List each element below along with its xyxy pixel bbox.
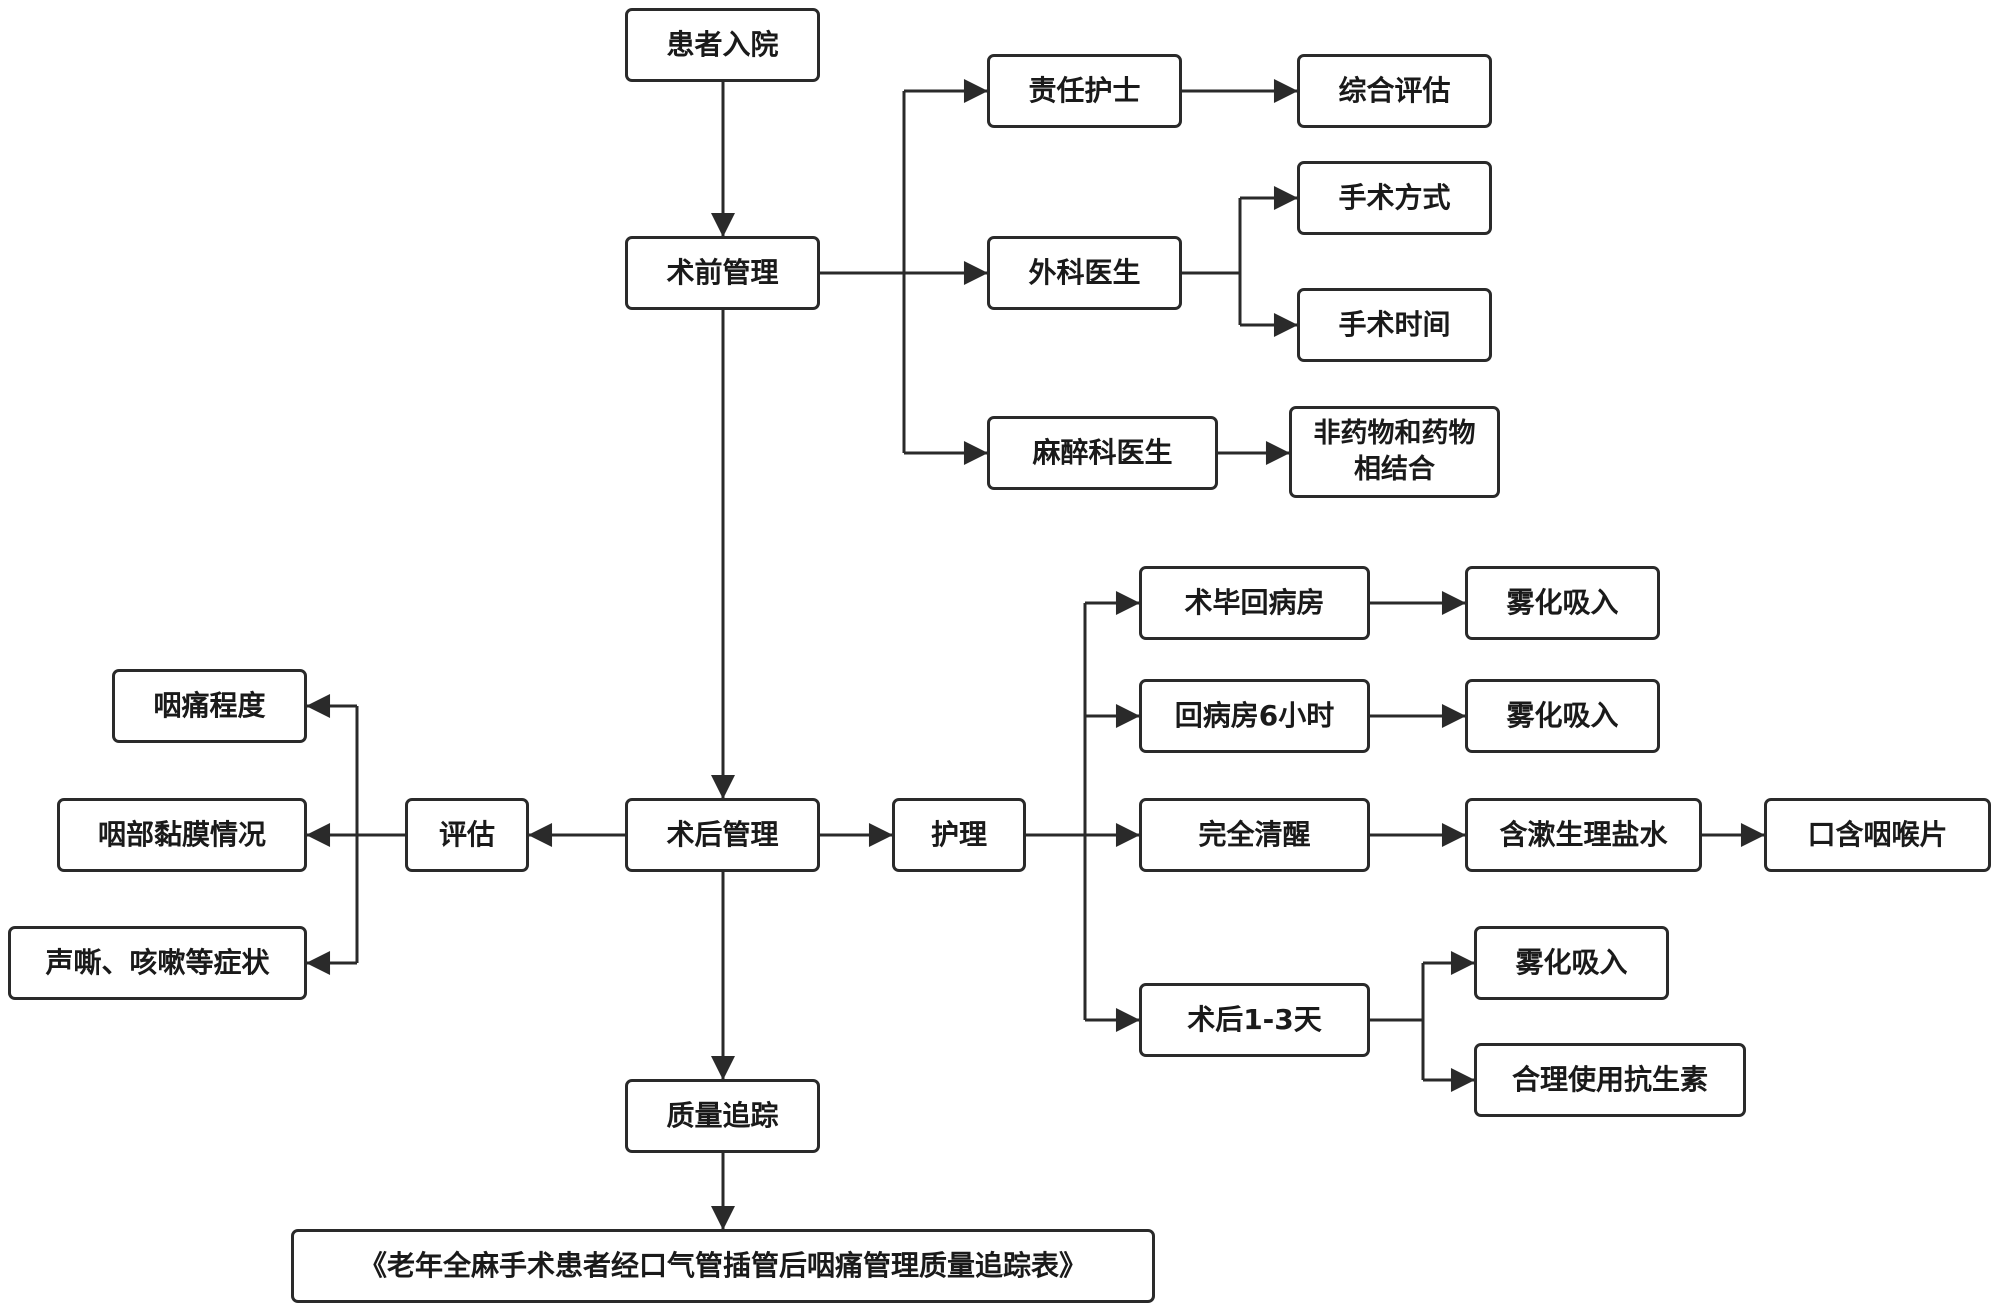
node-care-label: 护理: [930, 817, 987, 851]
node-antibiotics: 合理使用抗生素: [1474, 1043, 1746, 1117]
node-preop-label: 术前管理: [666, 255, 779, 289]
node-six-hours-label: 回病房6小时: [1174, 698, 1335, 732]
node-throat-lozenge: 口含咽喉片: [1764, 798, 1991, 872]
node-preop: 术前管理: [625, 236, 820, 310]
node-six-hours: 回病房6小时: [1139, 679, 1370, 753]
node-tracking-form: 《老年全麻手术患者经口气管插管后咽痛管理质量追踪表》: [291, 1229, 1155, 1303]
node-combined-therapy-label: 非药物和药物相结合: [1313, 417, 1476, 485]
node-gargle-saline: 含漱生理盐水: [1465, 798, 1702, 872]
node-fully-awake: 完全清醒: [1139, 798, 1370, 872]
node-pain-degree-label: 咽痛程度: [153, 688, 266, 722]
node-quality-tracking-label: 质量追踪: [666, 1098, 779, 1132]
node-hoarse-cough: 声嘶、咳嗽等症状: [8, 926, 307, 1000]
node-nebulize-3: 雾化吸入: [1474, 926, 1669, 1000]
node-surgery-time-label: 手术时间: [1338, 307, 1451, 341]
node-nebulize-2: 雾化吸入: [1465, 679, 1660, 753]
node-postop-label: 术后管理: [666, 817, 779, 851]
node-anesthesiologist-label: 麻醉科医生: [1032, 435, 1173, 469]
node-comprehensive-assessment-label: 综合评估: [1338, 73, 1451, 107]
node-mucosa-label: 咽部黏膜情况: [97, 817, 266, 851]
node-quality-tracking: 质量追踪: [625, 1079, 820, 1153]
node-care: 护理: [892, 798, 1026, 872]
node-nurse-label: 责任护士: [1028, 73, 1141, 107]
node-nebulize-1: 雾化吸入: [1465, 566, 1660, 640]
node-surgery-method: 手术方式: [1297, 161, 1492, 235]
node-throat-lozenge-label: 口含咽喉片: [1807, 817, 1948, 851]
node-admission: 患者入院: [625, 8, 820, 82]
node-postop: 术后管理: [625, 798, 820, 872]
node-pain-degree: 咽痛程度: [112, 669, 307, 743]
node-fully-awake-label: 完全清醒: [1198, 817, 1311, 851]
node-tracking-form-label: 《老年全麻手术患者经口气管插管后咽痛管理质量追踪表》: [358, 1248, 1087, 1282]
node-combined-therapy: 非药物和药物相结合: [1289, 406, 1500, 498]
node-gargle-saline-label: 含漱生理盐水: [1499, 817, 1668, 851]
node-surgeon-label: 外科医生: [1028, 255, 1141, 289]
node-nebulize-1-label: 雾化吸入: [1506, 585, 1619, 619]
node-return-ward-label: 术毕回病房: [1184, 585, 1325, 619]
node-postop-1-3-days: 术后1-3天: [1139, 983, 1370, 1057]
node-evaluate: 评估: [405, 798, 529, 872]
node-nebulize-2-label: 雾化吸入: [1506, 698, 1619, 732]
node-surgery-method-label: 手术方式: [1338, 180, 1451, 214]
node-mucosa: 咽部黏膜情况: [57, 798, 307, 872]
node-postop-1-3-days-label: 术后1-3天: [1187, 1002, 1322, 1036]
node-antibiotics-label: 合理使用抗生素: [1511, 1062, 1708, 1096]
node-anesthesiologist: 麻醉科医生: [987, 416, 1218, 490]
node-admission-label: 患者入院: [666, 27, 779, 61]
node-nurse: 责任护士: [987, 54, 1182, 128]
node-hoarse-cough-label: 声嘶、咳嗽等症状: [45, 945, 270, 979]
node-nebulize-3-label: 雾化吸入: [1515, 945, 1628, 979]
node-return-ward: 术毕回病房: [1139, 566, 1370, 640]
node-surgeon: 外科医生: [987, 236, 1182, 310]
node-surgery-time: 手术时间: [1297, 288, 1492, 362]
node-evaluate-label: 评估: [438, 817, 495, 851]
node-comprehensive-assessment: 综合评估: [1297, 54, 1492, 128]
